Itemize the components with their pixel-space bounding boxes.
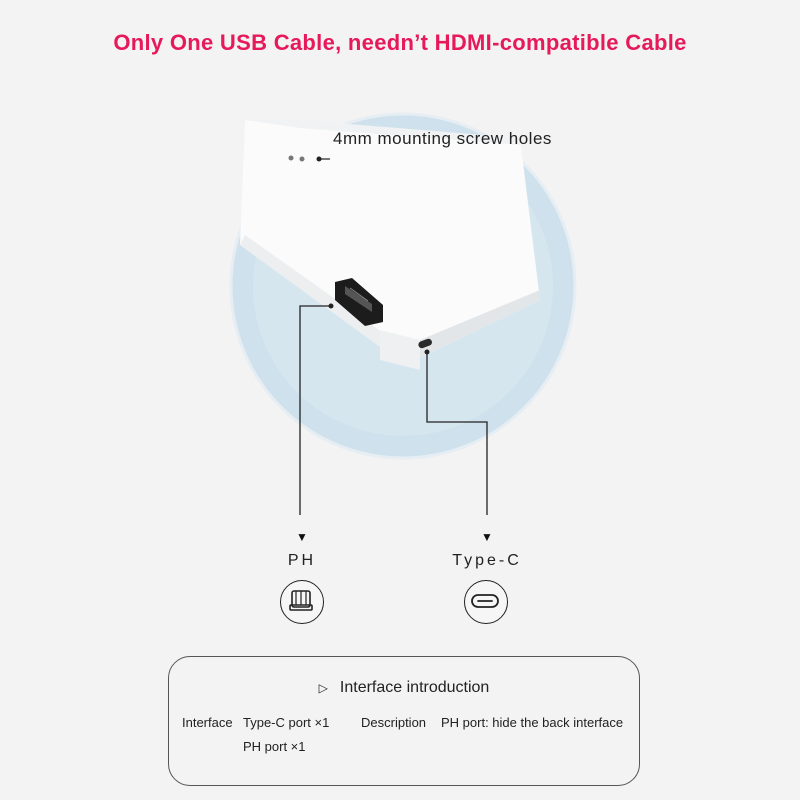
- type-c-arrow-icon: ▼: [481, 530, 493, 544]
- interface-item-ph: PH port ×1: [243, 739, 306, 754]
- interface-info-title-text: Interface introduction: [339, 679, 490, 696]
- play-triangle-icon: ▷: [318, 681, 328, 695]
- headline: Only One USB Cable, needn’t HDMI-compati…: [113, 30, 687, 55]
- screw-hole: [299, 156, 305, 162]
- ph-port-label: PH: [287, 552, 317, 569]
- ph-leader-line: [299, 305, 331, 515]
- description-label: Description: [361, 715, 427, 730]
- ph-leader-dot: [328, 303, 334, 309]
- ph-arrow-icon: ▼: [296, 530, 308, 544]
- interface-item-type-c: Type-C port ×1: [243, 715, 330, 730]
- interface-info-title: ▷ Interface introduction: [169, 679, 639, 697]
- ph-connector-icon: [280, 580, 324, 624]
- type-c-port-label: Type-C: [452, 552, 522, 569]
- screw-hole: [288, 155, 294, 161]
- ph-socket: [335, 278, 383, 326]
- screw-holes-label: 4mm mounting screw holes: [333, 129, 552, 148]
- device-body: [240, 120, 540, 370]
- usb-type-c-icon: [464, 580, 508, 624]
- interface-info-box: ▷ Interface introduction Interface Type-C…: [168, 656, 640, 786]
- type-c-leader-line: [426, 352, 488, 515]
- interface-label: Interface: [182, 715, 233, 730]
- type-c-leader-dot: [424, 349, 430, 355]
- type-c-socket: [418, 338, 432, 349]
- description-text: PH port: hide the back interface: [441, 715, 624, 730]
- circle-ring: [229, 112, 577, 460]
